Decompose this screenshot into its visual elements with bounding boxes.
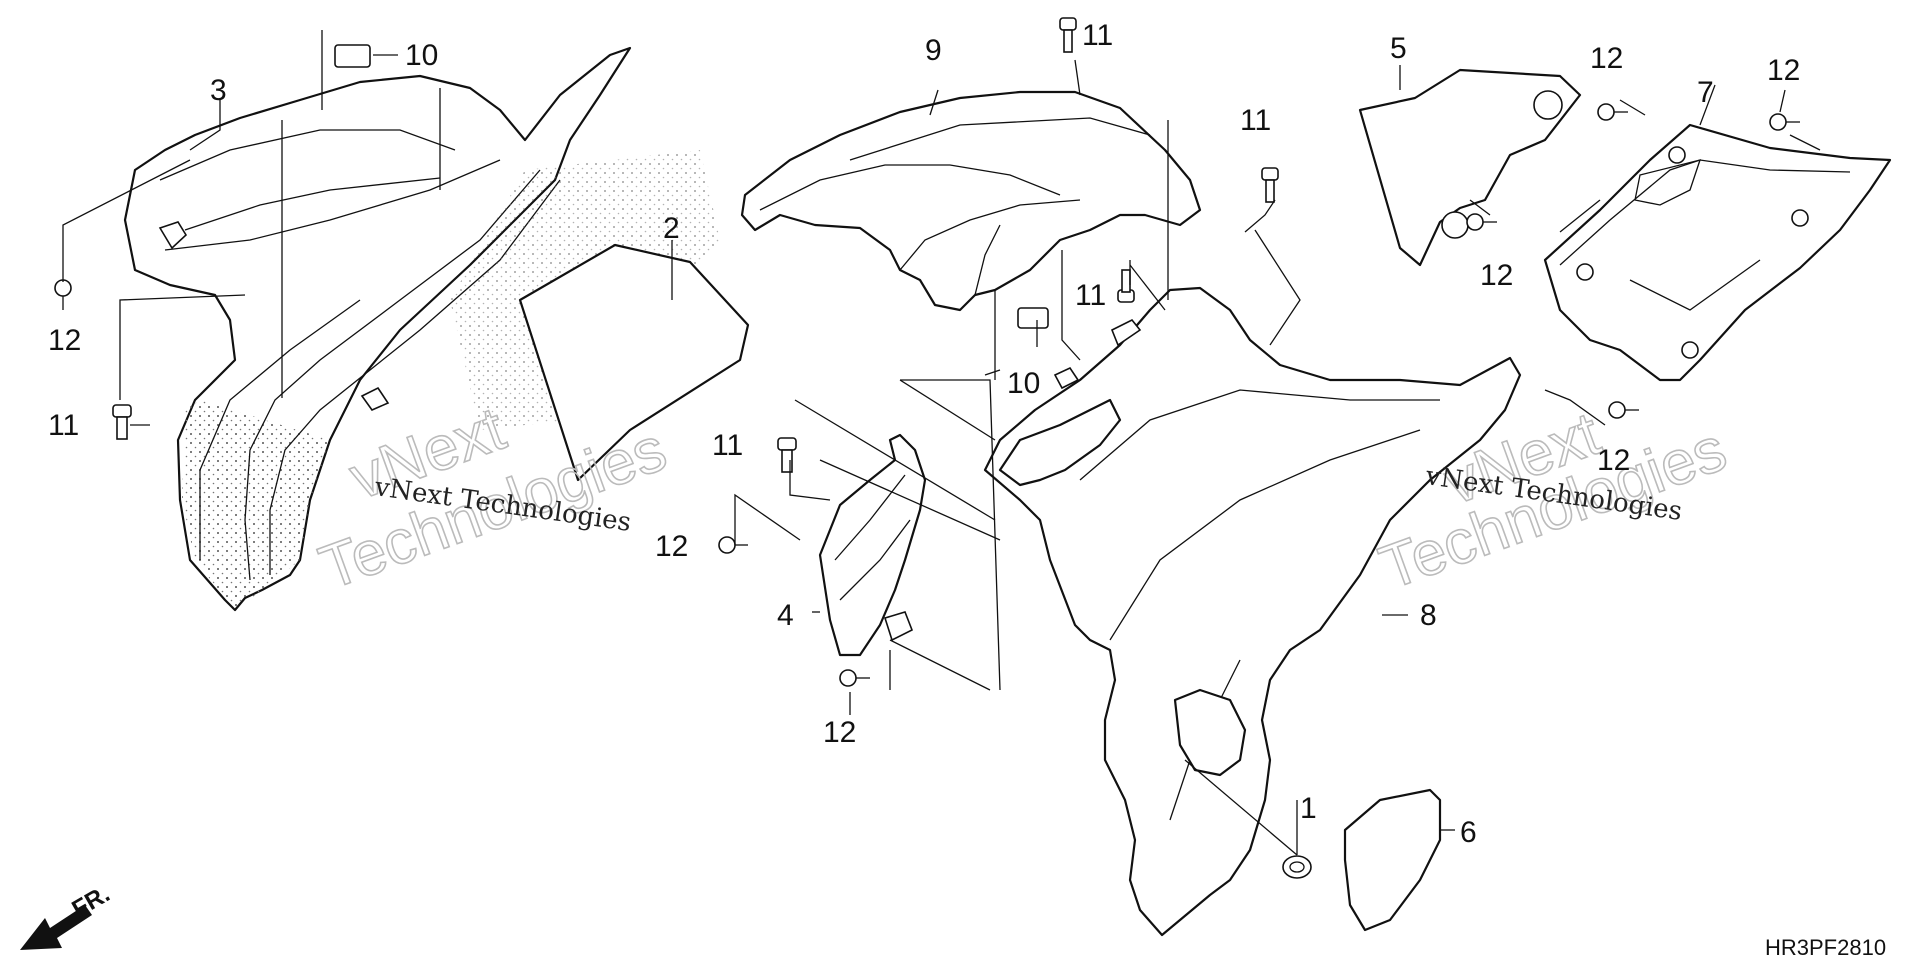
callout-6: 6 (1460, 816, 1477, 849)
callout-11: 11 (1240, 104, 1271, 137)
screw-12-lower-right (1608, 401, 1639, 419)
callout-11: 11 (48, 409, 79, 442)
callout-10: 10 (405, 39, 438, 72)
front-arrow-icon (20, 905, 92, 950)
callout-12: 12 (1597, 444, 1630, 477)
screw-12-mid-right (1466, 213, 1497, 231)
diagram-code: HR3PF2810 (1765, 935, 1886, 960)
callout-labels: 10 3 12 11 2 9 11 11 11 10 5 12 12 7 12 … (48, 19, 1800, 849)
callout-10: 10 (1007, 367, 1040, 400)
callout-12: 12 (1480, 259, 1513, 292)
fasteners (54, 17, 1800, 687)
callout-11: 11 (1075, 279, 1106, 312)
leader-lines (62, 30, 1821, 856)
part-4-bracket (818, 433, 927, 657)
callout-12: 12 (655, 530, 688, 563)
rivet-11-mid (1117, 269, 1135, 303)
clip-10-top (334, 44, 371, 68)
callout-12: 12 (1590, 42, 1623, 75)
screw-12-top-right-b (1769, 113, 1800, 131)
rivet-11-right (1261, 167, 1279, 203)
screw-12-left (54, 279, 72, 310)
watermark-left: vNext Technologies vNext Technologies (310, 393, 675, 604)
callout-2: 2 (663, 212, 680, 245)
front-direction-indicator: FR. (20, 880, 114, 950)
callout-1: 1 (1300, 792, 1317, 825)
callout-3: 3 (210, 74, 227, 107)
callout-5: 5 (1390, 32, 1407, 65)
callout-9: 9 (925, 34, 942, 67)
part-2-panel (518, 243, 750, 482)
part-1-grommet (1282, 855, 1312, 879)
screw-12-center-left (718, 536, 748, 554)
rivet-11-left (112, 404, 132, 440)
callout-7: 7 (1697, 76, 1714, 109)
part-3-left-side-cover (123, 46, 632, 612)
callout-11: 11 (1082, 19, 1113, 52)
callout-12: 12 (1767, 54, 1800, 87)
part-9-top-cover (740, 90, 1202, 312)
screw-12-top-right-a (1597, 103, 1628, 121)
callout-12: 12 (48, 324, 81, 357)
callout-11: 11 (712, 429, 743, 462)
callout-12: 12 (823, 716, 856, 749)
part-8-main-side-cover (983, 286, 1522, 937)
callout-4: 4 (777, 599, 794, 632)
callout-8: 8 (1420, 599, 1437, 632)
screw-12-bottom-center (839, 669, 870, 687)
clip-10-center (1017, 307, 1049, 329)
part-7-right-side-cover (1543, 123, 1892, 382)
part-5-plate (1358, 68, 1582, 267)
rivet-11-center-left (777, 437, 797, 473)
part-6-small-cover (1343, 788, 1442, 932)
rivet-11-top (1059, 17, 1077, 53)
